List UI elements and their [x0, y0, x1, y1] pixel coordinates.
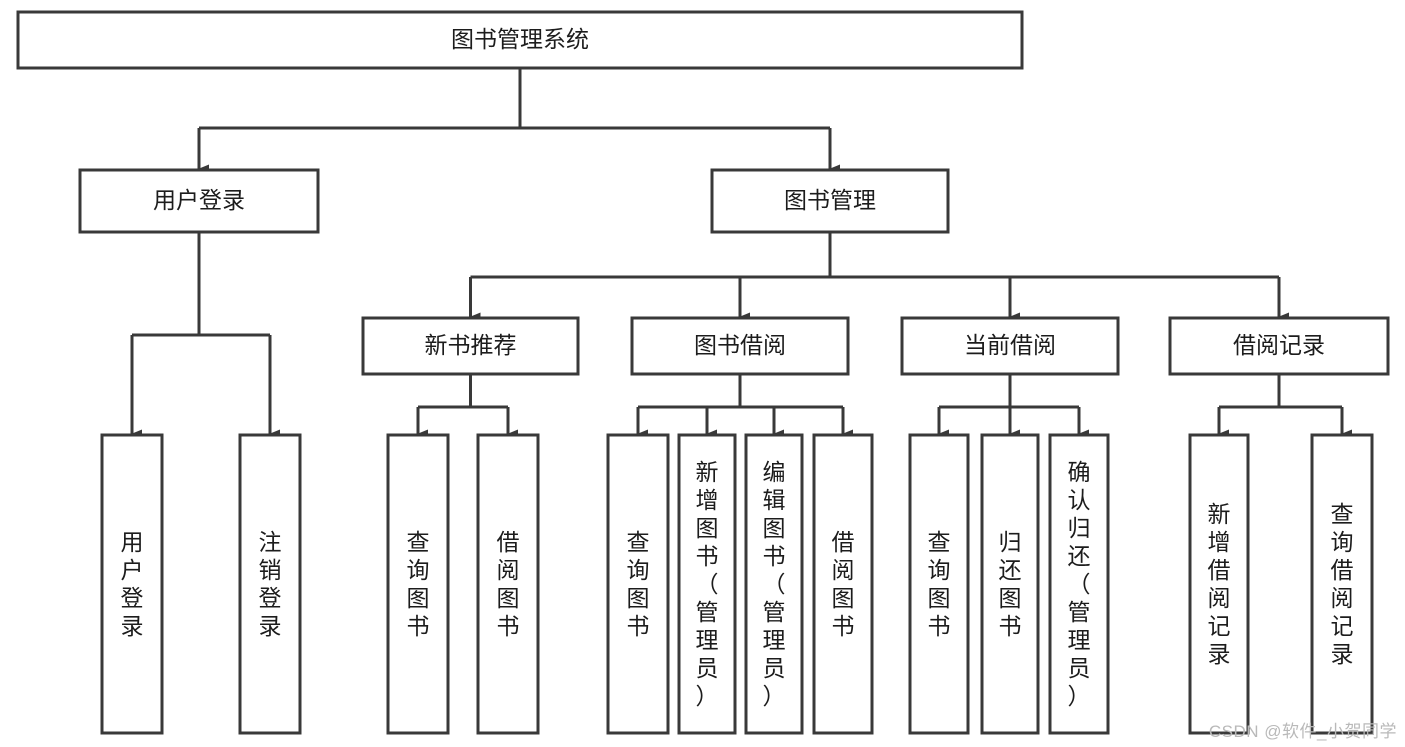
node-rect[interactable] [980, 433, 1040, 735]
node-rect[interactable] [361, 316, 580, 376]
node-rect[interactable] [1310, 433, 1374, 735]
node-label: 用户登录 [153, 187, 245, 213]
node-label: 确认归还（管理员） [1068, 459, 1091, 709]
node-借阅图书[interactable]: 借阅图书 [476, 433, 540, 735]
node-rect[interactable] [606, 433, 670, 735]
node-rect[interactable] [16, 10, 1024, 70]
node-归还图书[interactable]: 归还图书 [980, 433, 1040, 735]
node-label: 图书管理 [784, 187, 876, 213]
node-图书管理[interactable]: 图书管理 [710, 168, 950, 234]
node-图书借阅[interactable]: 图书借阅 [630, 316, 850, 376]
node-确认归还管理员[interactable]: 确认归还（管理员） [1048, 433, 1110, 735]
node-label: 图书管理系统 [451, 26, 589, 52]
node-查询借阅记录[interactable]: 查询借阅记录 [1310, 433, 1374, 735]
node-label: 用户登录 [121, 529, 144, 639]
node-用户登录[interactable]: 用户登录 [78, 168, 320, 234]
node-查询图书[interactable]: 查询图书 [386, 433, 450, 735]
node-注销登录[interactable]: 注销登录 [238, 433, 302, 735]
node-用户登录[interactable]: 用户登录 [100, 433, 164, 735]
node-label: 借阅图书 [497, 529, 520, 639]
node-借阅图书[interactable]: 借阅图书 [812, 433, 874, 735]
node-rect[interactable] [238, 433, 302, 735]
node-rect[interactable] [900, 316, 1120, 376]
node-label: 查询图书 [928, 529, 951, 639]
node-rect[interactable] [386, 433, 450, 735]
node-label: 编辑图书（管理员） [763, 459, 786, 709]
node-label: 图书借阅 [694, 332, 786, 358]
node-rect[interactable] [476, 433, 540, 735]
node-rect[interactable] [908, 433, 970, 735]
node-rect[interactable] [1048, 433, 1110, 735]
node-label: 查询图书 [407, 529, 430, 639]
node-label: 当前借阅 [964, 332, 1056, 358]
node-label: 归还图书 [999, 529, 1022, 639]
node-label: 注销登录 [259, 529, 282, 639]
node-rect[interactable] [100, 433, 164, 735]
node-借阅记录[interactable]: 借阅记录 [1168, 316, 1390, 376]
node-label: 查询图书 [627, 529, 650, 639]
node-rect[interactable] [744, 433, 804, 735]
node-rect[interactable] [630, 316, 850, 376]
node-查询图书[interactable]: 查询图书 [908, 433, 970, 735]
node-label: 新增图书（管理员） [696, 459, 719, 709]
node-boxes: 图书管理系统用户登录用户登录注销登录图书管理新书推荐查询图书借阅图书图书借阅查询… [16, 10, 1390, 735]
node-rect[interactable] [78, 168, 320, 234]
node-当前借阅[interactable]: 当前借阅 [900, 316, 1120, 376]
node-label: 查询借阅记录 [1331, 501, 1354, 667]
node-label: 借阅图书 [832, 529, 855, 639]
node-rect[interactable] [1168, 316, 1390, 376]
node-label: 新书推荐 [425, 332, 517, 358]
node-图书管理系统[interactable]: 图书管理系统 [16, 10, 1024, 70]
node-rect[interactable] [710, 168, 950, 234]
node-新增图书管理员[interactable]: 新增图书（管理员） [677, 433, 737, 735]
connector-edges [130, 68, 1352, 439]
node-新增借阅记录[interactable]: 新增借阅记录 [1188, 433, 1250, 735]
node-label: 借阅记录 [1233, 332, 1325, 358]
node-rect[interactable] [677, 433, 737, 735]
node-编辑图书管理员[interactable]: 编辑图书（管理员） [744, 433, 804, 735]
node-rect[interactable] [812, 433, 874, 735]
node-label: 新增借阅记录 [1208, 501, 1231, 667]
node-新书推荐[interactable]: 新书推荐 [361, 316, 580, 376]
node-rect[interactable] [1188, 433, 1250, 735]
node-查询图书[interactable]: 查询图书 [606, 433, 670, 735]
